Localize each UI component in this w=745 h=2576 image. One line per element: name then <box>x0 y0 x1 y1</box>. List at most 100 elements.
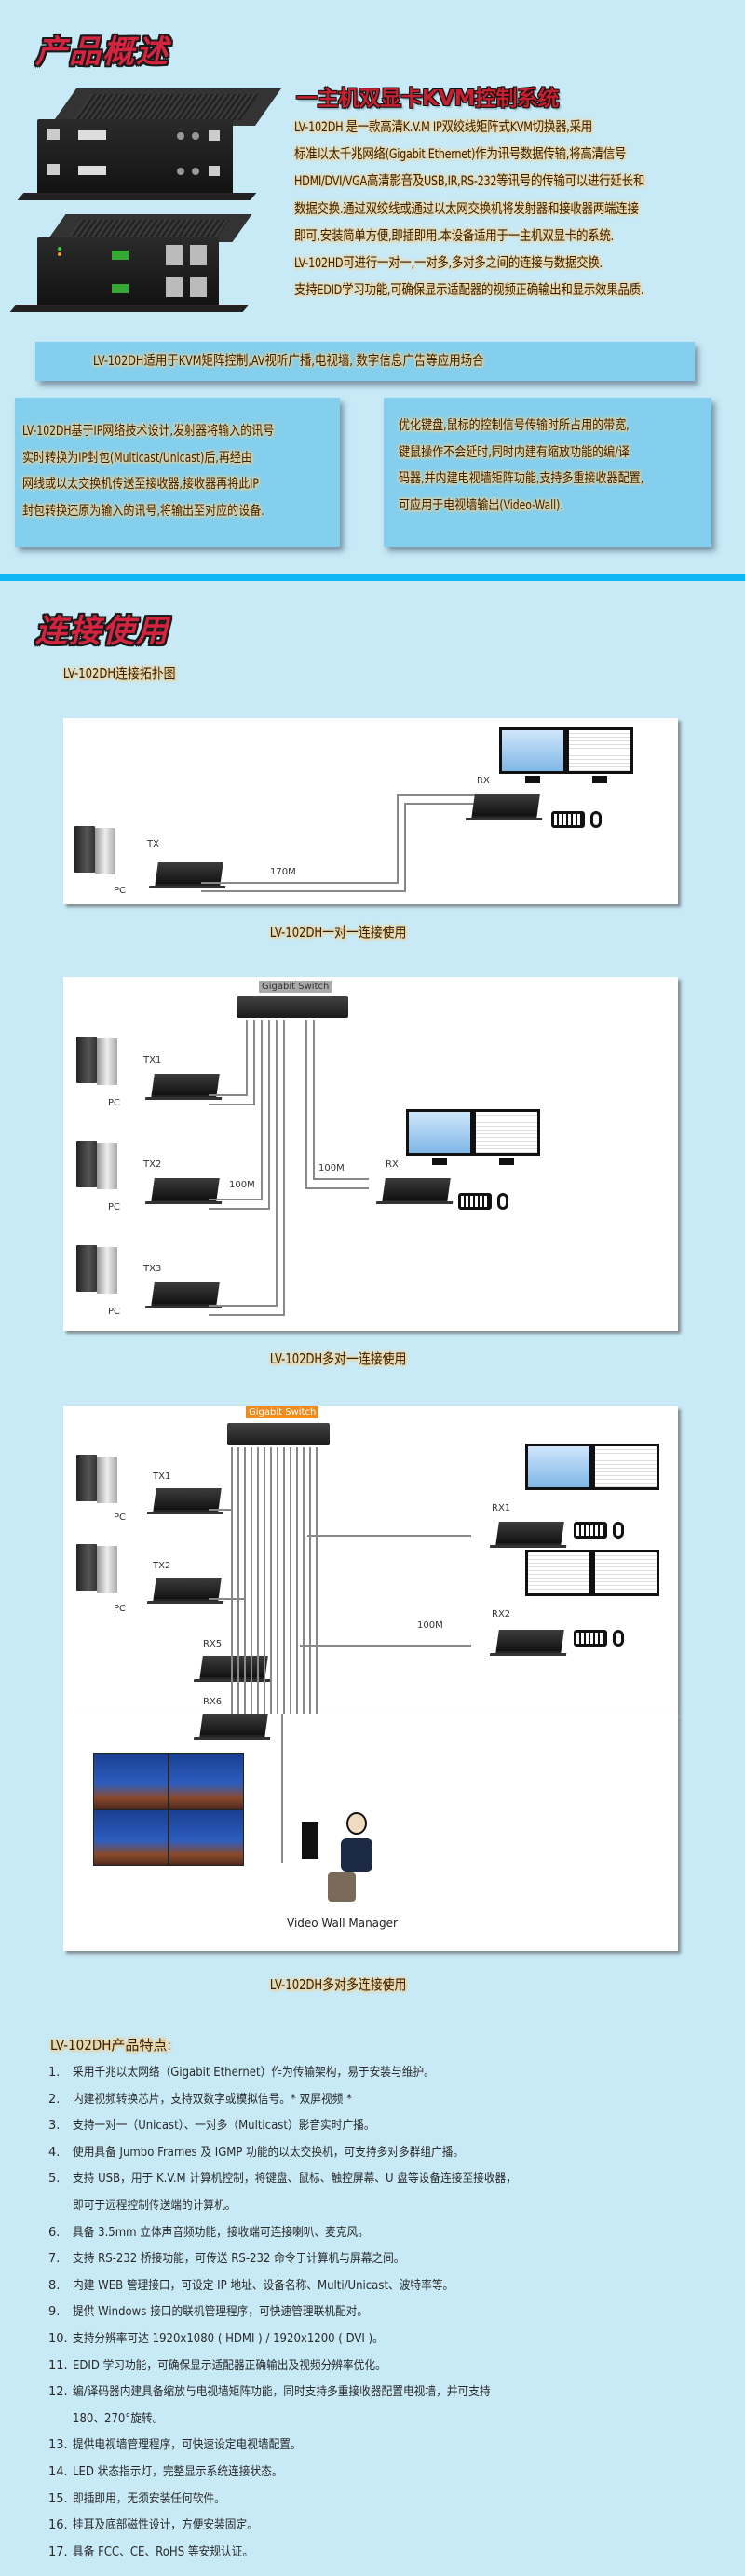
operator-body <box>341 1838 372 1872</box>
monitor-icon <box>406 1109 473 1156</box>
cable <box>246 1020 248 1094</box>
cable <box>209 1199 263 1200</box>
feature-text: 挂耳及底部磁性设计，方便安装固定。 <box>73 2518 258 2533</box>
keyboard-icon <box>574 1630 607 1647</box>
feature-item: 1.采用千兆以太网络（Gigabit Ethernet）作为传输架构，易于安装与… <box>48 2060 719 2087</box>
feature-item-continuation: 180、270°旋转。 <box>48 2407 719 2434</box>
video-wall-screen <box>94 1810 168 1865</box>
diagram-many-to-many-lower: Video Wall Manager <box>63 1714 678 1951</box>
feature-number: 2. <box>48 2092 61 2107</box>
intro-line: LV-102DH 是一款高清K.V.M IP双绞线矩阵式KVM切换器,采用 <box>294 120 593 135</box>
cable <box>404 803 406 892</box>
feature-number: 16. <box>48 2518 68 2533</box>
feature-item: 3.支持一对一（Unicast）、一对多（Multicast）影音实时广播。 <box>48 2113 719 2140</box>
monitor-stand <box>592 776 607 783</box>
pc-tower-icon <box>97 1546 117 1593</box>
ethernet-port-icon <box>47 129 60 140</box>
keyboard-icon <box>458 1193 492 1210</box>
cable <box>209 1305 278 1307</box>
feature-number: 6. <box>48 2225 61 2240</box>
monitor-stand <box>525 776 540 783</box>
product-photo <box>9 88 283 321</box>
feature-text: 180、270°旋转。 <box>73 2411 164 2426</box>
cable <box>281 1714 283 1863</box>
diagram-many-to-many: Gigabit Switch PC TX1 PC TX2 RX5 RX6 100… <box>63 1406 678 1717</box>
feature-number: 9. <box>48 2305 61 2320</box>
feature-number: 14. <box>48 2464 68 2479</box>
status-led-icon <box>58 247 61 251</box>
feature-text: 提供 Windows 接口的联机管理程序，可快速管理联机配对。 <box>73 2305 369 2320</box>
keyboard-icon <box>574 1522 607 1539</box>
mouse-icon <box>613 1630 624 1647</box>
features-list: 1.采用千兆以太网络（Gigabit Ethernet）作为传输架构，易于安装与… <box>48 2060 719 2566</box>
cable <box>397 794 399 884</box>
features-section: LV-102DH产品特点: 1.采用千兆以太网络（Gigabit Etherne… <box>48 2035 719 2566</box>
section-divider <box>0 574 745 581</box>
video-wall-screen <box>169 1754 243 1809</box>
cable <box>404 803 535 805</box>
tx-device-icon <box>151 1282 220 1307</box>
intro-line: 支持EDID学习功能,可确保显示适配器的视频正确输出和显示效果品质. <box>294 283 644 299</box>
info-panel-left: LV-102DH基于IP网络技术设计,发射器将输入的讯号 实时转换为IP封包(M… <box>15 398 340 547</box>
feature-item: 17.具备 FCC、CE、RoHS 等安规认证。 <box>48 2540 719 2567</box>
diagram-one-to-one: PC TX 170M RX <box>63 718 678 904</box>
feature-number: 5. <box>48 2172 61 2187</box>
topology-label: LV-102DH连接拓扑图 <box>62 665 176 682</box>
video-wall-screen <box>169 1810 243 1865</box>
rx-label: RX <box>477 776 490 786</box>
link-led-icon <box>58 252 61 256</box>
distance-label: 100M <box>184 1490 210 1500</box>
cable <box>201 882 397 884</box>
mounting-ear <box>17 193 257 200</box>
cable <box>397 794 535 796</box>
distance-label: 100M <box>184 1579 210 1590</box>
switch-label: Gigabit Switch <box>246 1406 319 1418</box>
gigabit-switch-icon <box>227 1423 330 1445</box>
feature-text: 内建 WEB 管理接口，可设定 IP 地址、设备名称、Multi/Unicast… <box>73 2278 454 2293</box>
monitor-icon <box>592 1550 659 1596</box>
rx-device-icon <box>471 794 540 819</box>
cable <box>305 1187 369 1189</box>
monitor-icon <box>499 727 566 774</box>
cable <box>313 1178 369 1180</box>
intro-text: LV-102DH 是一款高清K.V.M IP双绞线矩阵式KVM切换器,采用 标准… <box>294 115 741 305</box>
device-front-panel <box>37 119 233 198</box>
pc-label: PC <box>114 1512 127 1523</box>
feature-item: 15.即插即用，无须安装任何软件。 <box>48 2487 719 2514</box>
info-panel-right: 优化键盘,鼠标的控制信号传输时所占用的带宽, 键鼠操作不会延时,同时内建有缩放功… <box>384 398 711 547</box>
intro-line: 数据交换.通过双绞线或通过以太网交换机将发射器和接收器两端连接 <box>294 201 639 217</box>
usb-b-port-icon <box>209 166 220 176</box>
feature-text: 支持分辨率可达 1920x1080 ( HDMI ) / 1920x1200 (… <box>73 2331 384 2346</box>
pc-label: PC <box>108 1098 121 1108</box>
feature-item: 12.编/译码器内建具备缩放与电视墙矩阵功能，同时支持多重接收器配置电视墙，并可… <box>48 2379 719 2407</box>
cable <box>283 1020 285 1314</box>
cable <box>209 1314 285 1316</box>
feature-item: 6.具备 3.5mm 立体声音频功能，接收端可连接喇叭、麦克风。 <box>48 2220 719 2247</box>
usb-a-port-icon <box>166 277 183 297</box>
feature-text: LED 状态指示灯，完整显示系统连接状态。 <box>73 2464 283 2479</box>
feature-item: 2.内建视频转换芯片，支持双数字或模拟信号。* 双屏视频 * <box>48 2087 719 2114</box>
section-title-overview: 产品概述 <box>35 34 169 71</box>
tx-label: TX3 <box>143 1264 162 1274</box>
rs232-terminal-icon <box>112 284 129 293</box>
feature-text: 支持 USB，用于 K.V.M 计算机控制，将键盘、鼠标、触控屏幕、U 盘等设备… <box>73 2172 517 2187</box>
diagram-caption: LV-102DH多对一连接使用 <box>269 1350 407 1367</box>
feature-item: 16. 挂耳及底部磁性设计，方便安装固定。 <box>48 2513 719 2540</box>
cable <box>268 1020 270 1208</box>
video-wall-manager-label: Video Wall Manager <box>287 1917 398 1930</box>
feature-item: 14. LED 状态指示灯，完整显示系统连接状态。 <box>48 2460 719 2487</box>
cable-bundle <box>231 1447 320 1717</box>
pc-tower-icon <box>76 1455 97 1501</box>
feature-number: 15. <box>48 2491 68 2506</box>
rx-label: RX1 <box>492 1503 511 1513</box>
pc-tower-icon <box>76 1037 97 1083</box>
mounting-ear <box>9 305 250 312</box>
panel-line: 封包转换还原为输入的讯号,将输出至对应的设备. <box>22 503 264 519</box>
cable <box>209 1509 233 1511</box>
diagram-caption: LV-102DH多对多连接使用 <box>269 1976 407 1993</box>
usb-b-port-icon <box>209 130 220 141</box>
feature-item: 4.使用具备 Jumbo Frames 及 IGMP 功能的以太交换机，可支持多… <box>48 2140 719 2167</box>
feature-text: 编/译码器内建具备缩放与电视墙矩阵功能，同时支持多重接收器配置电视墙，并可支持 <box>73 2385 491 2400</box>
pc-label: PC <box>114 1604 127 1614</box>
feature-number: 10. <box>48 2331 68 2346</box>
